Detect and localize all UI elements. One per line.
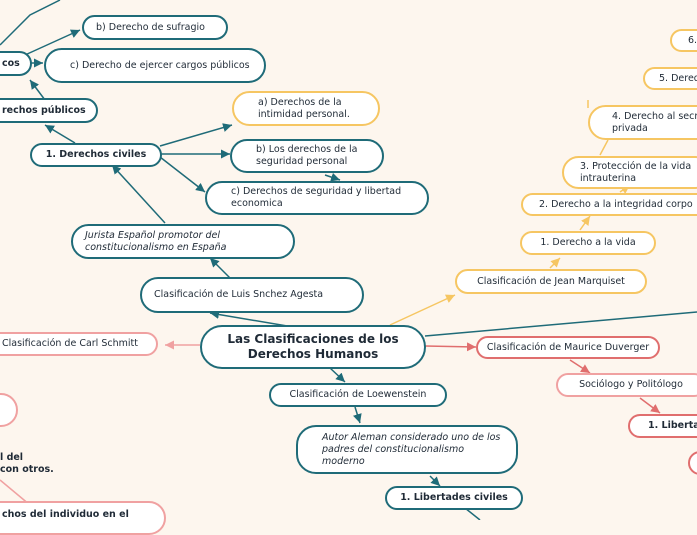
node-cargos-publicos[interactable]: c) Derecho de ejercer cargos públicos (44, 48, 266, 83)
node-carl-schmitt[interactable]: Clasificación de Carl Schmitt (0, 332, 158, 356)
node-jean-marquiset[interactable]: Clasificación de Jean Marquiset (455, 269, 647, 294)
node-derechos-publicos[interactable]: rechos públicos (0, 98, 98, 123)
node-luis-sanchez[interactable]: Clasificación de Luis Snchez Agesta (140, 277, 364, 313)
cut-text-1: l del (0, 452, 24, 463)
node-vida-intrauterina[interactable]: 3. Protección de la vida intrauterina (562, 156, 697, 189)
node-integridad[interactable]: 2. Derecho a la integridad corpo (521, 193, 697, 216)
node-libertad[interactable]: 1. Libertad (628, 414, 697, 438)
node-maurice-duverger[interactable]: Clasificación de Maurice Duverger (476, 336, 660, 359)
cut-text-2: con otros. (0, 464, 54, 475)
node-intimidad[interactable]: a) Derechos de la intimidad personal. (232, 91, 380, 126)
node-seguridad-economica[interactable]: c) Derechos de seguridad y libertad econ… (205, 181, 429, 215)
node-jurista[interactable]: Jurista Español promotor del constitucio… (71, 224, 295, 259)
connector-lines (0, 0, 697, 520)
node-derecho-vida[interactable]: 1. Derecho a la vida (520, 231, 656, 255)
node-seguridad-personal[interactable]: b) Los derechos de la seguridad personal (230, 139, 384, 173)
node-sufragio[interactable]: b) Derecho de sufragio (82, 15, 228, 40)
node-libertades-civiles[interactable]: 1. Libertades civiles (385, 486, 523, 510)
node-derechos-civiles[interactable]: 1. Derechos civiles (30, 143, 162, 167)
node-loewenstein[interactable]: Clasificación de Loewenstein (269, 383, 447, 407)
node-derechos-politicos[interactable]: cos (0, 51, 32, 76)
node-sociologo[interactable]: Sociólogo y Politólogo (556, 373, 697, 397)
node-item-6[interactable]: 6. (670, 29, 697, 52)
node-item-5[interactable]: 5. Dered (643, 67, 697, 90)
node-individuo[interactable]: chos del individuo en el (0, 501, 166, 535)
node-autor-aleman[interactable]: Autor Aleman considerado uno de los padr… (296, 425, 518, 474)
node-secreto-privada[interactable]: 4. Derecho al secr privada (588, 105, 697, 140)
root-node[interactable]: Las Clasificaciones de los Derechos Huma… (200, 325, 426, 369)
